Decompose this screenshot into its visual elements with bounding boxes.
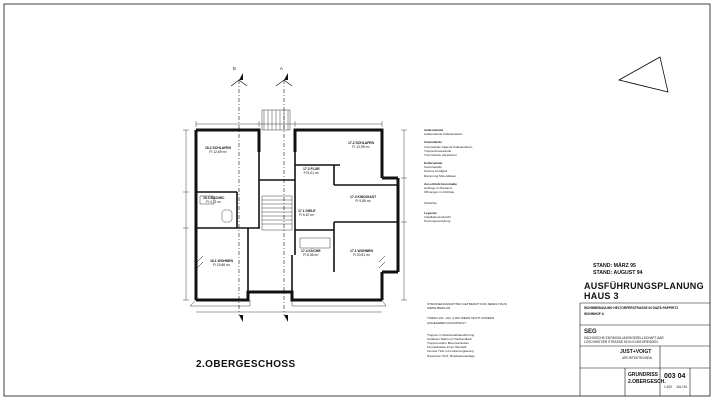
tb-project-sub: WOHNHOF A — [584, 312, 604, 316]
notes-bottom: STRASSENANSICHTEN GETRENNT FÜR JEDES HAU… — [427, 302, 507, 358]
tb-project-label: WOHNBEBAUUNG HELTORFERSTRASSE IN DIATA P… — [584, 306, 679, 310]
tb-client-line1: SÄCHSISCHE ENTWICKLUNGSGESELLSCHAFT AAR — [584, 336, 664, 340]
project-title: AUSFÜHRUNGSPLANUNG — [584, 281, 704, 291]
section-marker-a: A — [280, 66, 283, 71]
tb-scale: 1:100 — [664, 385, 672, 389]
tb-architect-sub: ARCHITEKTEN BDA — [622, 356, 652, 360]
tb-client-line2: LOSCHWITZER STRASSE 53 IN 01309 DRESDEN — [584, 340, 658, 344]
north-arrow-icon — [617, 56, 669, 93]
legend: Außenwände Außenwände Kalksandstein Inne… — [424, 128, 473, 178]
section-marker-b: B — [233, 66, 236, 71]
stand-line-2: STAND: AUGUST 94 — [593, 270, 643, 276]
stand-line-1: STAND: MÄRZ 95 — [593, 263, 636, 269]
tb-date: JULI 94 — [676, 385, 687, 389]
notes-right: Ausschluß Innenmaße Aufzüge im Bestand Ö… — [424, 182, 458, 224]
plan-title: 2.OBERGESCHOSS — [196, 359, 296, 370]
project-house: HAUS 3 — [584, 291, 619, 301]
tb-client-code: SEG — [584, 329, 597, 335]
tb-architect: JUST+VOIGT — [620, 349, 652, 355]
tb-plan-name-2: 2.OBERGESCH. — [628, 379, 666, 385]
tb-plan-name-1: GRUNDRISS — [628, 372, 659, 378]
tb-plan-number: 003 04 — [664, 373, 686, 380]
